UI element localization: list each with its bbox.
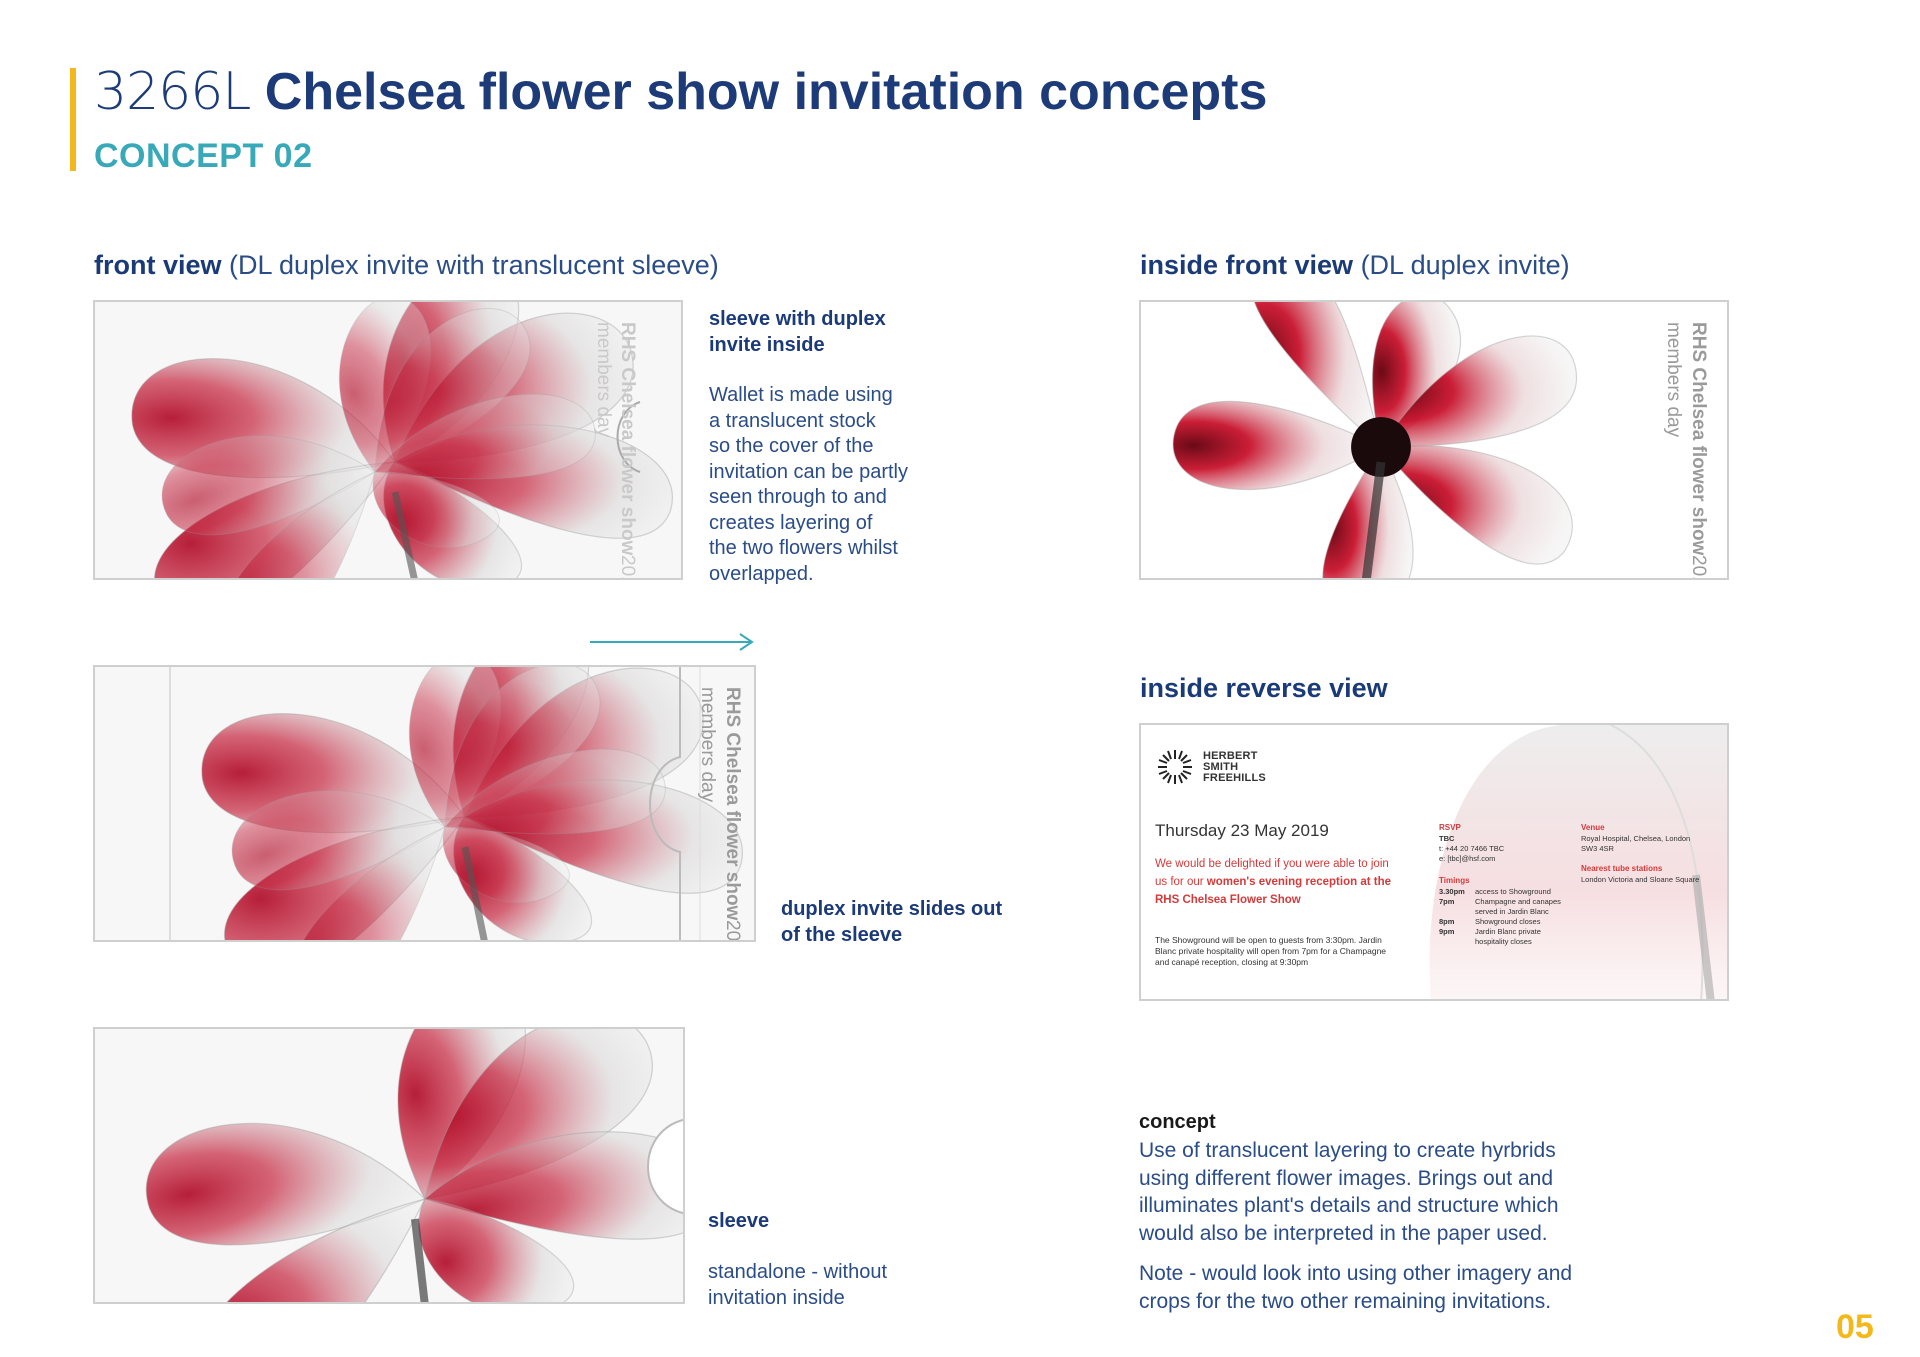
event-date: Thursday 23 May 2019 xyxy=(1155,821,1329,840)
faded-flower-image xyxy=(1429,725,1727,999)
page-title: 3266L Chelsea flower show invitation con… xyxy=(94,60,1267,124)
rsvp-details: TBC t: +44 20 7466 TBC e: [tbc]@hsf.com xyxy=(1439,834,1504,864)
timing-time: 7pm xyxy=(1439,897,1455,906)
note-line: the two flowers whilst xyxy=(709,537,898,559)
slide-card-vertical-text: RHS Chelsea flower show 2019 xyxy=(720,687,744,940)
slide-card-event: RHS Chelsea flower show xyxy=(722,687,743,921)
timing-time: 3.30pm xyxy=(1439,887,1465,896)
inside-front-heading-bold: inside front view xyxy=(1140,250,1354,280)
inside-front-card: RHS Chelsea flower show 2019 members day xyxy=(1139,300,1729,580)
rsvp-line: t: +44 20 7466 TBC xyxy=(1439,844,1505,853)
inside-front-vertical-text: RHS Chelsea flower show 2019 xyxy=(1686,322,1710,578)
sleeve-note-title: sleeve with duplex invite inside xyxy=(709,306,959,358)
red-flower-image xyxy=(1172,302,1578,578)
brand-line: FREEHILLS xyxy=(1203,771,1266,784)
concept-note: Note - would look into using other image… xyxy=(1139,1262,1573,1313)
timings-list: 3.30pm access to Showground 7pm Champagne … xyxy=(1439,887,1589,947)
tube-details: London Victoria and Sloane Square xyxy=(1581,875,1700,884)
note-line: a translucent stock xyxy=(709,409,876,432)
timing-time: 8pm xyxy=(1439,917,1455,926)
note-line: creates layering of xyxy=(709,511,873,534)
timing-time: 9pm xyxy=(1439,927,1455,936)
timing-desc: Champagne and canapes served in Jardin B… xyxy=(1475,897,1561,916)
slide-out-card: RHS Chelsea flower show 2019 members day xyxy=(93,665,756,942)
venue-line: Royal Hospital, Chelsea, London xyxy=(1581,834,1691,843)
timing-desc: Showground closes xyxy=(1475,917,1541,926)
slide-out-flower-image xyxy=(169,667,744,940)
venue-line: SW3 4SR xyxy=(1581,844,1614,853)
rsvp-label: RSVP xyxy=(1439,823,1461,832)
rsvp-line: TBC xyxy=(1439,834,1455,843)
hsf-logo: HERBERT SMITH FREEHILLS xyxy=(1155,747,1266,787)
slide-arrow-icon xyxy=(590,633,754,651)
project-code: 3266L xyxy=(94,62,251,122)
venue-label: Venue xyxy=(1581,823,1605,832)
note-line: overlapped. xyxy=(709,562,814,585)
invite-pre: We would be delighted if you were able t… xyxy=(1155,858,1389,888)
slide-out-note-2: of the sleeve xyxy=(781,924,903,946)
front-view-heading-bold: front view xyxy=(94,250,222,280)
front-view-heading-light: (DL duplex invite with translucent sleev… xyxy=(229,250,719,280)
hsf-brand-name: HERBERT SMITH FREEHILLS xyxy=(1203,749,1266,784)
brand-line: SMITH xyxy=(1203,760,1239,773)
note-line: so the cover of the xyxy=(709,435,874,457)
note-line: invitation can be partly xyxy=(709,460,909,483)
inside-front-members: members day xyxy=(1663,322,1684,438)
inside-front-heading-light: (DL duplex invite) xyxy=(1360,250,1570,280)
sleeve-note-1: standalone - without xyxy=(708,1261,888,1283)
slide-card-year: 2019 xyxy=(722,920,743,942)
concept-body: Use of translucent layering to create hy… xyxy=(1139,1139,1559,1245)
front-view-heading: front view (DL duplex invite with transl… xyxy=(94,248,719,282)
note-line: seen through to and xyxy=(709,486,887,508)
inside-front-event: RHS Chelsea flower show xyxy=(1688,322,1709,556)
sleeve-note-title-1: sleeve with duplex xyxy=(709,308,886,330)
front-card-event: RHS Chelsea flower show xyxy=(617,322,638,556)
sleeve-note-title-2: invite inside xyxy=(709,334,825,356)
slide-out-note-1: duplex invite slides out xyxy=(781,898,1003,920)
page-number: 05 xyxy=(1836,1308,1874,1346)
inside-reverse-heading: inside reverse view xyxy=(1140,671,1388,705)
slide-card-members: members day xyxy=(697,687,718,803)
venue-details: Royal Hospital, Chelsea, London SW3 4SR xyxy=(1581,834,1690,854)
timing-desc: Jardin Blanc private hospitality closes xyxy=(1475,927,1541,946)
front-card-vertical-text: RHS Chelsea flower show 2019 xyxy=(615,322,639,578)
concept-label: CONCEPT 02 xyxy=(94,137,313,175)
tube-label: Nearest tube stations xyxy=(1581,864,1663,873)
invite-bold: women's evening reception at the RHS Che… xyxy=(1155,876,1392,906)
sleeve-card xyxy=(93,1027,685,1304)
front-view-card: RHS Chelsea flower show 2019 members day xyxy=(93,300,683,580)
inside-front-heading: inside front view (DL duplex invite) xyxy=(1140,248,1570,282)
title-accent-bar xyxy=(70,68,76,171)
sleeve-title: sleeve xyxy=(708,1210,770,1232)
sunburst-logo-icon xyxy=(1158,750,1192,784)
timing-desc: access to Showground xyxy=(1475,887,1551,896)
front-card-members: members day xyxy=(593,322,614,438)
invite-text: We would be delighted if you were able t… xyxy=(1155,855,1400,909)
concept-title: concept xyxy=(1139,1111,1216,1133)
sleeve-note: standalone - without invitation inside xyxy=(708,1260,968,1311)
translucent-flower-image xyxy=(121,302,674,578)
title-text: Chelsea flower show invitation concepts xyxy=(264,63,1268,121)
showground-note: The Showground will be open to guests fr… xyxy=(1155,935,1387,967)
brand-line: HERBERT xyxy=(1203,749,1258,762)
slide-out-note: duplex invite slides out of the sleeve xyxy=(781,896,1061,948)
timings-label: Timings xyxy=(1439,876,1470,885)
note-line: Wallet is made using xyxy=(709,384,893,406)
front-card-year: 2019 xyxy=(617,555,638,580)
inside-reverse-card: HERBERT SMITH FREEHILLS Thursday 23 May … xyxy=(1139,723,1729,1001)
sleeve-note-2: invitation inside xyxy=(708,1286,845,1309)
sleeve-note-body: Wallet is made using a translucent stock… xyxy=(709,383,969,587)
inside-front-year: 2019 xyxy=(1688,555,1709,580)
rsvp-line: e: [tbc]@hsf.com xyxy=(1439,854,1496,863)
inside-reverse-heading-text: inside reverse view xyxy=(1140,673,1388,703)
sleeve-flower-image xyxy=(118,1029,683,1302)
